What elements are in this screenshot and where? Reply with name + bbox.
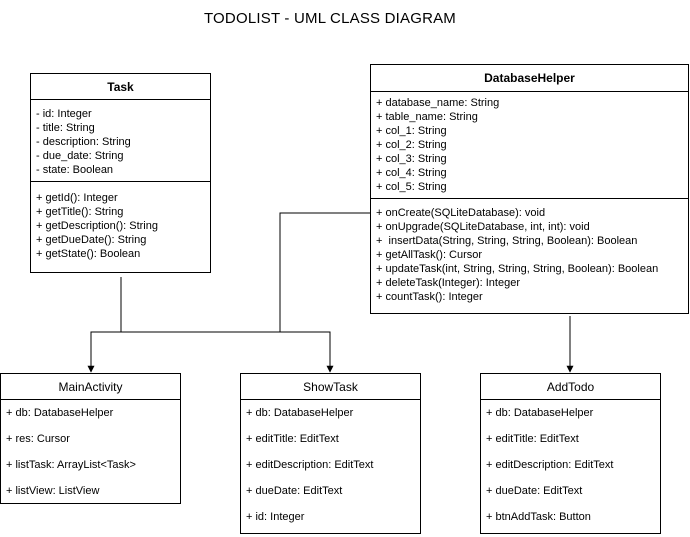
attribute: + db: DatabaseHelper (246, 407, 354, 419)
class-add-todo: AddTodo + db: DatabaseHelper + editTitle… (480, 373, 661, 534)
attribute: + listView: ListView (6, 485, 100, 497)
class-task: Task - id: Integer - title: String - des… (30, 73, 211, 273)
attribute: + res: Cursor (6, 433, 70, 445)
attribute: - id: Integer (36, 108, 92, 120)
class-name: ShowTask (241, 374, 420, 400)
methods-section: + onCreate(SQLiteDatabase): void + onUpg… (371, 199, 688, 304)
attribute: + col_1: String (376, 125, 447, 137)
attribute: + listTask: ArrayList<Task> (6, 459, 136, 471)
attribute: + col_2: String (376, 139, 447, 151)
methods-section: + getId(): Integer + getTitle(): String … (31, 182, 210, 261)
attribute: - description: String (36, 136, 131, 148)
method: + getTitle(): String (36, 206, 124, 218)
method: + insertData(String, String, String, Boo… (376, 235, 638, 247)
method: + getAllTask(): Cursor (376, 249, 483, 261)
attribute: - title: String (36, 122, 95, 134)
class-name: AddTodo (481, 374, 660, 400)
class-name: MainActivity (1, 374, 180, 400)
method: + deleteTask(Integer): Integer (376, 277, 520, 289)
attribute: + editDescription: EditText (246, 459, 374, 471)
attributes-section: + db: DatabaseHelper + editTitle: EditTe… (241, 400, 420, 530)
attribute: - state: Boolean (36, 164, 114, 176)
method: + getId(): Integer (36, 192, 118, 204)
method: + getState(): Boolean (36, 248, 141, 260)
dbhelper-to-showtask-connector (279, 212, 370, 332)
attribute: + col_3: String (376, 153, 447, 165)
attributes-section: + db: DatabaseHelper + res: Cursor + lis… (1, 400, 180, 504)
class-name: Task (31, 74, 210, 100)
attribute: + id: Integer (246, 511, 305, 523)
attributes-section: + database_name: String + table_name: St… (371, 92, 688, 199)
attribute: + btnAddTask: Button (486, 511, 591, 523)
method: + countTask(): Integer (376, 291, 483, 303)
method: + onUpgrade(SQLiteDatabase, int, int): v… (376, 221, 590, 233)
attribute: - due_date: String (36, 150, 124, 162)
attribute: + col_4: String (376, 167, 447, 179)
diagram-title: TODOLIST - UML CLASS DIAGRAM (203, 10, 457, 27)
attribute: + dueDate: EditText (246, 485, 343, 497)
method: + getDueDate(): String (36, 234, 147, 246)
attribute: + dueDate: EditText (486, 485, 583, 497)
class-name: DatabaseHelper (371, 65, 688, 92)
attribute: + table_name: String (376, 111, 478, 123)
method: + getDescription(): String (36, 220, 158, 232)
attribute: + editTitle: EditText (486, 433, 579, 445)
class-main-activity: MainActivity + db: DatabaseHelper + res:… (0, 373, 181, 504)
attribute: + db: DatabaseHelper (486, 407, 594, 419)
task-to-showtask-connector (121, 331, 334, 373)
class-show-task: ShowTask + db: DatabaseHelper + editTitl… (240, 373, 421, 534)
attribute: + editTitle: EditText (246, 433, 339, 445)
task-connector (87, 277, 122, 373)
class-database-helper: DatabaseHelper + database_name: String +… (370, 64, 689, 314)
method: + updateTask(int, String, String, String… (376, 263, 659, 275)
attributes-section: + db: DatabaseHelper + editTitle: EditTe… (481, 400, 660, 530)
method: + onCreate(SQLiteDatabase): void (376, 207, 546, 219)
attribute: + db: DatabaseHelper (6, 407, 114, 419)
attribute: + editDescription: EditText (486, 459, 614, 471)
attribute: + col_5: String (376, 181, 447, 193)
attributes-section: - id: Integer - title: String - descript… (31, 100, 210, 182)
attribute: + database_name: String (376, 97, 500, 109)
